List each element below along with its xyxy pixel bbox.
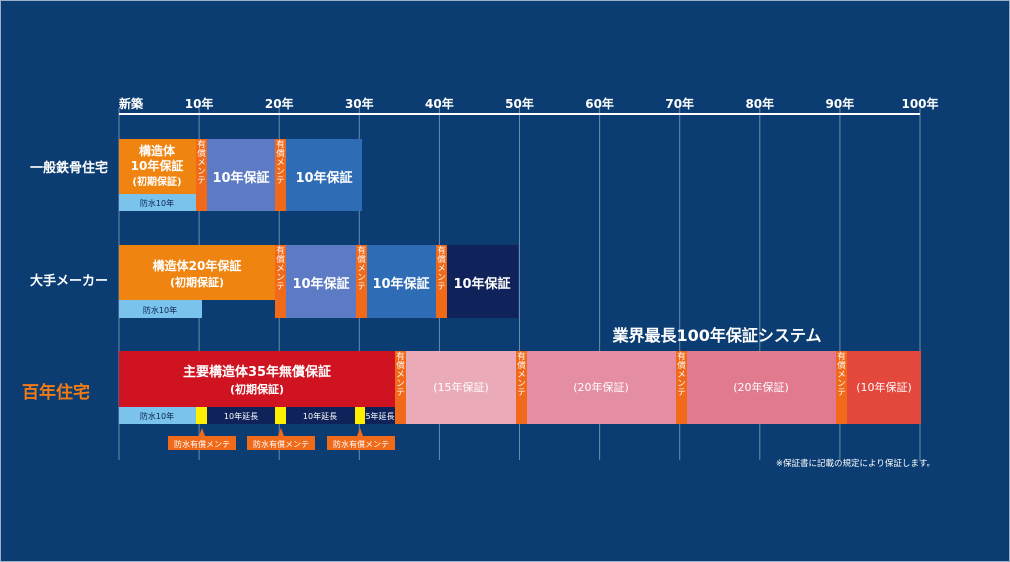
main-structure-warranty-label: 主要構造体35年無償保証 [183, 364, 331, 380]
axis-tick-label: 70年 [665, 96, 694, 111]
main-structure-warranty-bar [119, 351, 395, 407]
extended-warranty-bar [406, 351, 516, 424]
structure-warranty-years: 10年保証 [131, 158, 184, 173]
paid-maintenance-label: 有償メンテ [357, 245, 366, 292]
waterproof-warranty-bar [119, 407, 196, 424]
paid-maintenance-bar [436, 245, 447, 318]
waterproof-extension-bar [365, 407, 395, 424]
axis-tick-label: 20年 [265, 96, 294, 111]
paid-maintenance-bar [275, 139, 286, 211]
waterproof-maintenance-tag: 防水有償メンテ [168, 428, 236, 450]
extended-warranty-bar [687, 351, 836, 424]
time-axis-labels: 新築 10年 20年 30年 40年 50年 60年 70年 80年 90年 100年 [119, 96, 939, 111]
paid-maintenance-bar [516, 351, 527, 424]
warranty-extension-label: 10年保証 [295, 170, 352, 186]
extended-warranty-label: (20年保証) [733, 380, 789, 394]
waterproof-maintenance-marker [275, 407, 286, 424]
structure-warranty-bar [119, 139, 196, 194]
row-label-hyakunen-jutaku: 百年住宅 [22, 382, 90, 403]
tag-label: 防水有償メンテ [174, 439, 230, 449]
extended-warranty-bar [527, 351, 676, 424]
tag-box [168, 436, 236, 450]
paid-maintenance-label: 有償メンテ [677, 351, 686, 398]
tag-pointer [357, 428, 363, 436]
paid-maintenance-bar [395, 351, 406, 424]
row-hyakunen-jutaku: 主要構造体35年無償保証 (初期保証) 防水10年 10年延長 10年延長 5年… [119, 351, 921, 450]
paid-maintenance-label: 有償メンテ [517, 351, 526, 398]
paid-maintenance-label: 有償メンテ [276, 139, 285, 186]
axis-tick-label: 50年 [505, 96, 534, 111]
axis-tick-label: 40年 [425, 96, 454, 111]
paid-maintenance-label: 有償メンテ [837, 351, 846, 398]
tag-pointer [199, 428, 205, 436]
axis-tick-label: 10年 [185, 96, 214, 111]
waterproof-extension-label: 5年延長 [365, 411, 394, 421]
waterproof-warranty-bar [119, 300, 202, 318]
axis-tick-label: 30年 [345, 96, 374, 111]
structure-warranty-bar [119, 245, 275, 300]
waterproof-warranty-label: 防水10年 [140, 198, 174, 208]
tag-pointer [278, 428, 284, 436]
row-label-major-maker: 大手メーカー [30, 273, 108, 289]
waterproof-maintenance-marker [355, 407, 365, 424]
paid-maintenance-bar [196, 139, 207, 211]
row-label-steel-house: 一般鉄骨住宅 [30, 160, 108, 176]
waterproof-extension-bar [207, 407, 275, 424]
extended-warranty-label: (10年保証) [856, 380, 912, 394]
waterproof-warranty-label: 防水10年 [140, 411, 174, 421]
extended-warranty-bar [847, 351, 921, 424]
waterproof-maintenance-tag: 防水有償メンテ [247, 428, 315, 450]
tag-box [247, 436, 315, 450]
waterproof-warranty-label: 防水10年 [143, 305, 177, 315]
warranty-extension-label: 10年保証 [212, 170, 269, 186]
warranty-extension-label: 10年保証 [292, 276, 349, 292]
warranty-extension-label: 10年保証 [453, 276, 510, 292]
paid-maintenance-bar [356, 245, 367, 318]
row-major-maker: 構造体20年保証 (初期保証) 防水10年 有償メンテ 10年保証 有償メンテ … [119, 245, 518, 318]
waterproof-extension-label: 10年延長 [303, 411, 337, 421]
axis-tick-label: 100年 [901, 96, 938, 111]
structure-warranty-note: (初期保証) [132, 175, 181, 188]
footnote: ※保証書に記載の規定により保証します。 [776, 458, 935, 469]
warranty-extension-bar [207, 139, 275, 211]
paid-maintenance-bar [676, 351, 687, 424]
warranty-extension-label: 10年保証 [372, 276, 429, 292]
waterproof-extension-bar [286, 407, 355, 424]
paid-maintenance-bar [275, 245, 286, 318]
main-structure-warranty-note: (初期保証) [230, 382, 284, 396]
paid-maintenance-bar [836, 351, 847, 424]
tag-label: 防水有償メンテ [333, 439, 389, 449]
row-steel-house: 構造体 10年保証 (初期保証) 防水10年 有償メンテ 10年保証 有償メンテ… [119, 139, 362, 211]
warranty-extension-bar [367, 245, 436, 318]
extended-warranty-label: (20年保証) [573, 380, 629, 394]
axis-tick-label: 90年 [826, 96, 855, 111]
axis-tick-label: 60年 [585, 96, 614, 111]
tag-box [327, 436, 395, 450]
tag-label: 防水有償メンテ [253, 439, 309, 449]
paid-maintenance-label: 有償メンテ [396, 351, 405, 398]
waterproof-maintenance-tag: 防水有償メンテ [327, 428, 395, 450]
structure-warranty-label: 構造体 [139, 143, 176, 158]
extended-warranty-label: (15年保証) [433, 380, 489, 394]
waterproof-warranty-bar [119, 194, 196, 211]
paid-maintenance-label: 有償メンテ [197, 139, 206, 186]
structure-warranty-label: 構造体20年保証 [153, 258, 242, 273]
waterproof-extension-label: 10年延長 [224, 411, 258, 421]
structure-warranty-note: (初期保証) [170, 275, 224, 289]
warranty-extension-bar [447, 245, 518, 318]
paid-maintenance-label: 有償メンテ [437, 245, 446, 292]
waterproof-maintenance-marker [196, 407, 207, 424]
system-title: 業界最長100年保証システム [612, 326, 822, 345]
axis-tick-label: 80年 [745, 96, 774, 111]
warranty-extension-bar [286, 139, 362, 211]
axis-tick-label: 新築 [119, 96, 144, 111]
warranty-extension-bar [286, 245, 356, 318]
paid-maintenance-label: 有償メンテ [276, 245, 285, 292]
